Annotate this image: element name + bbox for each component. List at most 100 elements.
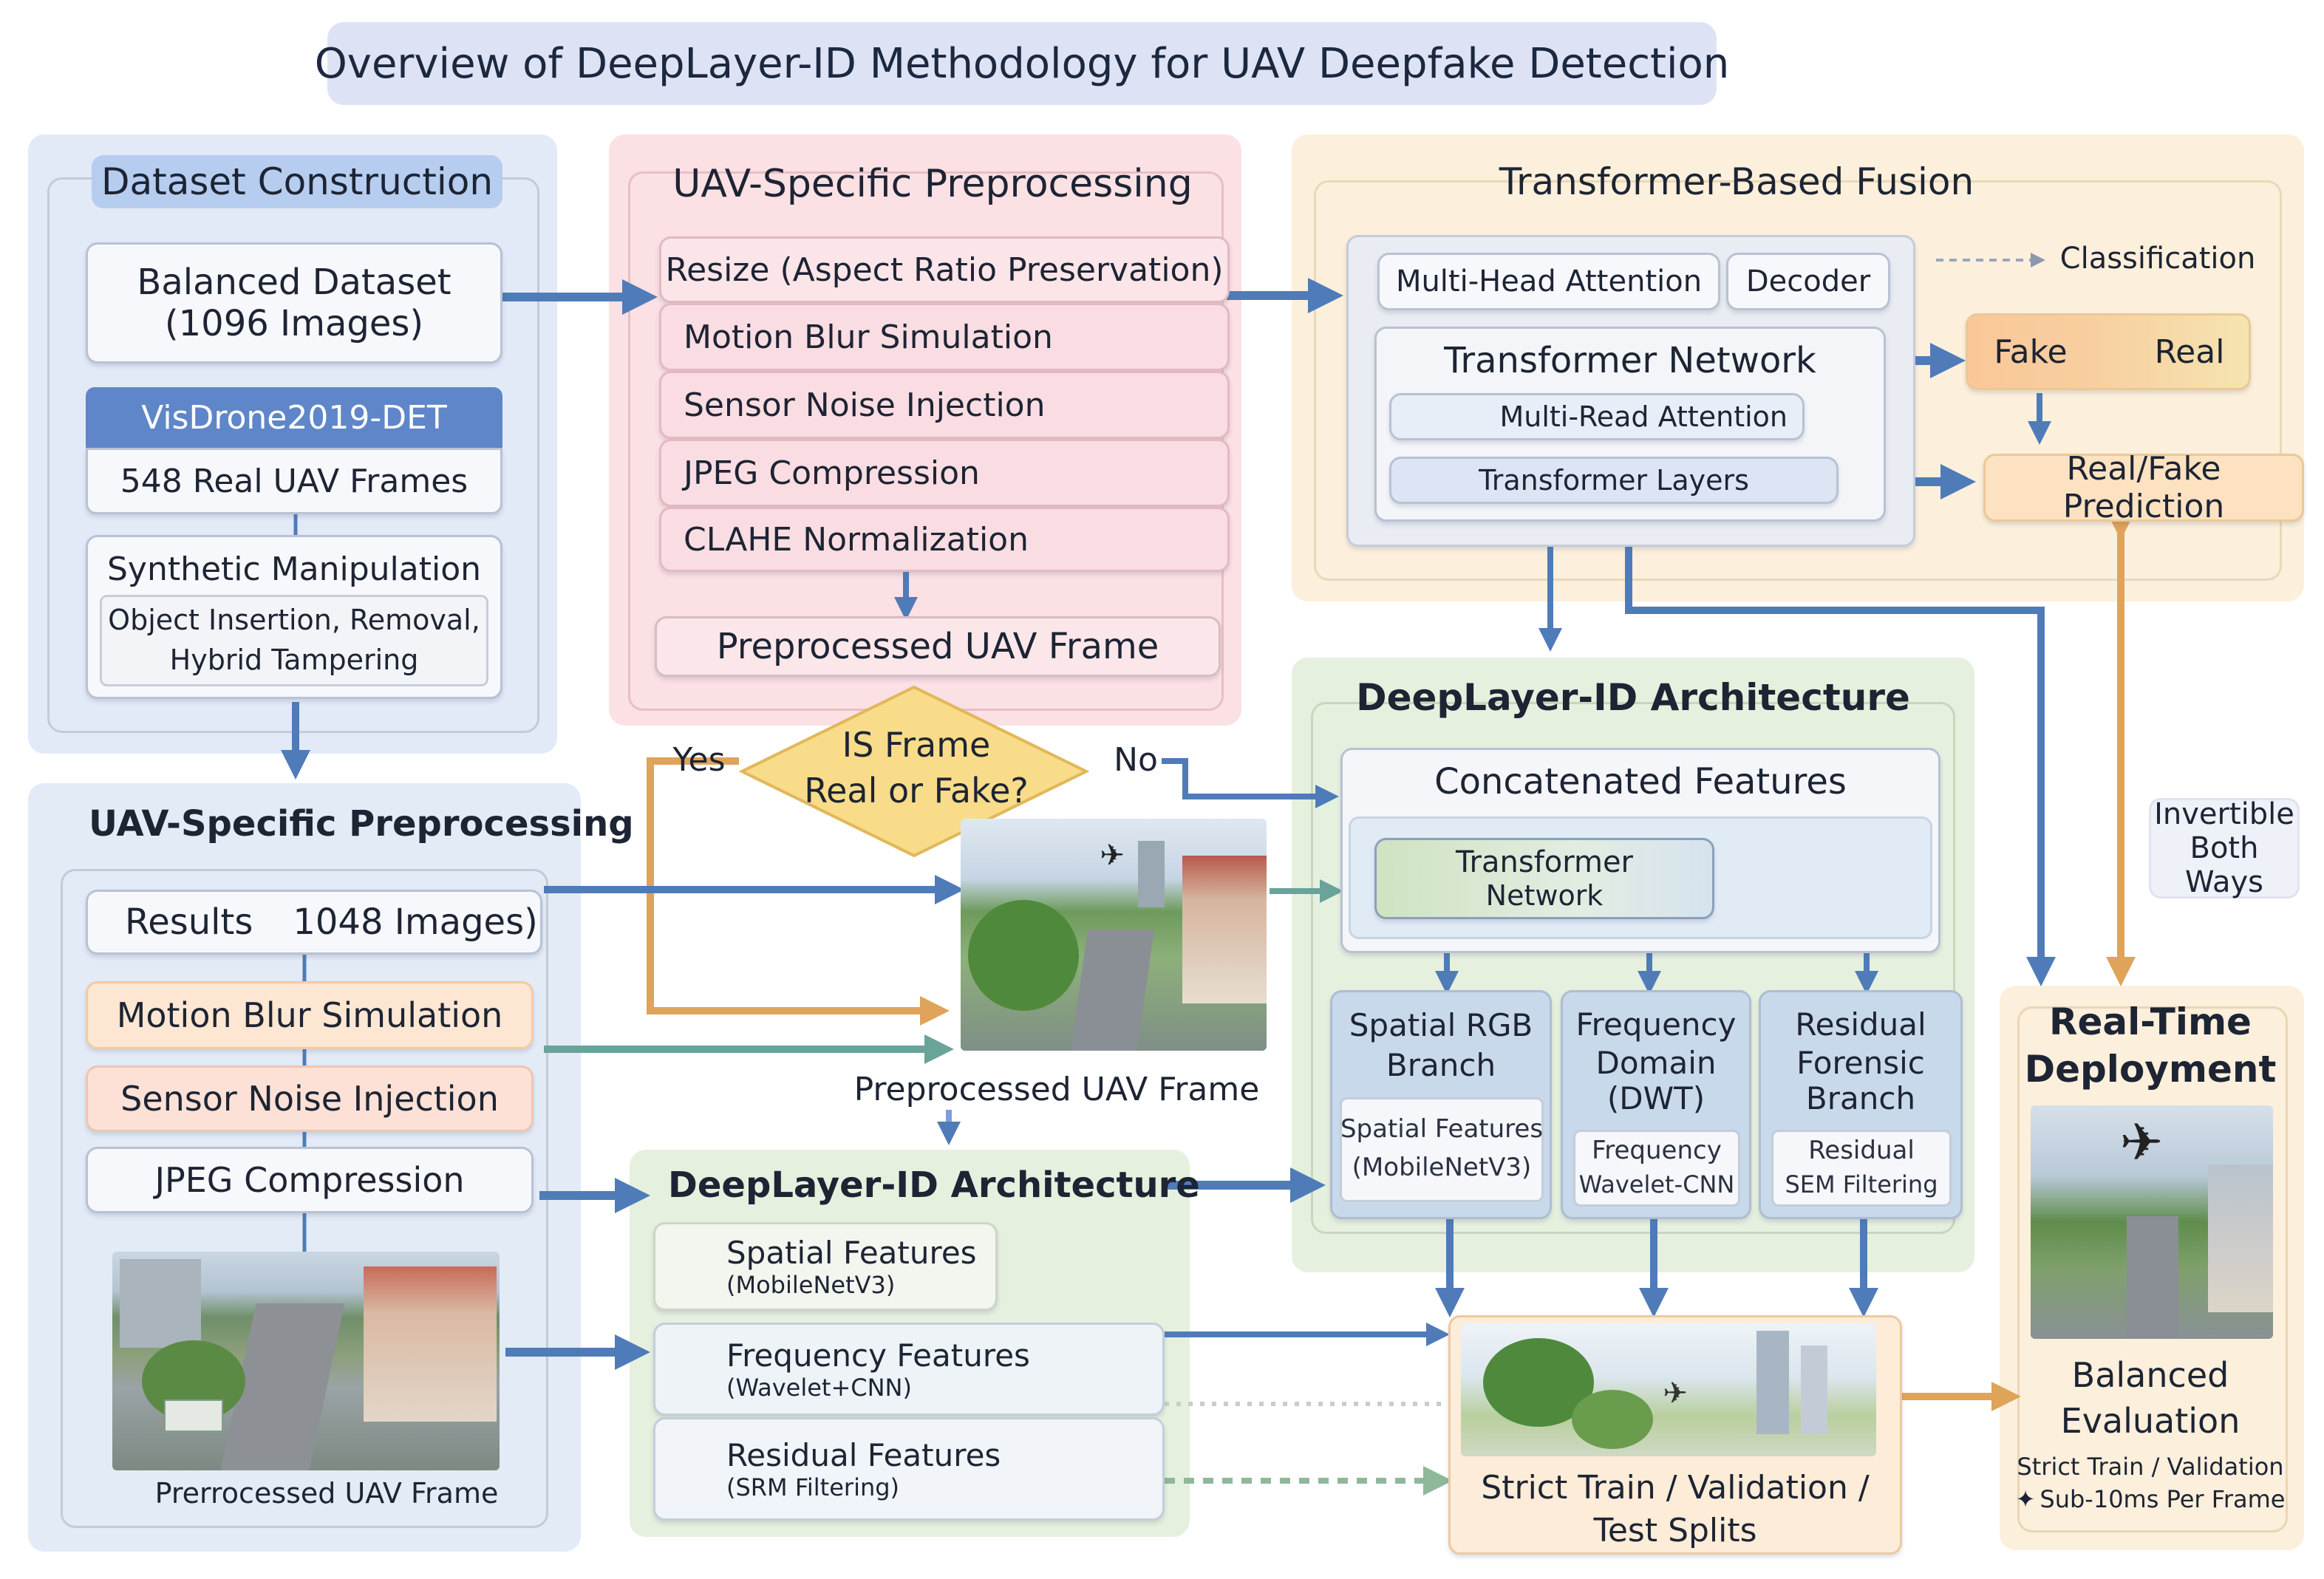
branch-spatial-title-2: Branch <box>1386 1046 1496 1083</box>
branch-frequency-title-3: (DWT) <box>1606 1080 1705 1116</box>
preproc-top-step-1: Resize (Aspect Ratio Preservation) <box>659 236 1230 303</box>
branch-spatial: Spatial RGB Branch Spatial Features (Mob… <box>1330 990 1552 1219</box>
arch-small-item-2: Frequency Features (Wavelet+CNN) <box>653 1323 1165 1416</box>
scene-tower-2 <box>1801 1346 1827 1434</box>
page-title: Overview of DeepLayer-ID Methodology for… <box>314 39 1730 88</box>
branch-residual: Residual Forensic Branch Residual SEM Fi… <box>1759 990 1963 1219</box>
center-building-right <box>1182 856 1267 1003</box>
drone-icon: ✈ <box>1100 839 1125 873</box>
branch-residual-sub-2: SEM Filtering <box>1785 1170 1938 1198</box>
splits-scene-image: ✈ <box>1461 1323 1876 1456</box>
results-label-a: Results <box>125 901 253 943</box>
deployment-note-2-text: Sub-10ms Per Frame <box>2040 1485 2286 1513</box>
arrow-no-path <box>1162 758 1339 808</box>
splits-line-1: Strict Train / Validation / <box>1481 1468 1870 1507</box>
concat-label: Concatenated Features <box>1434 761 1847 802</box>
invertible-line-2: Both Ways <box>2184 831 2263 899</box>
title-banner <box>327 22 1717 105</box>
synthetic-detail-2: Hybrid Tampering <box>169 644 419 676</box>
synthetic-box: Synthetic Manipulation Object Insertion,… <box>86 535 502 699</box>
transformer-network-small: Transformer Network <box>1374 838 1714 919</box>
left-frame-caption: Prerrocessed UAV Frame <box>154 1477 499 1510</box>
center-tower <box>1138 841 1165 907</box>
tn-line-1: Transformer <box>1455 845 1634 879</box>
deployment-eval-1: Balanced <box>2071 1355 2229 1395</box>
decoder-box: Decoder <box>1726 253 1890 310</box>
arch-small-item-1-sub: (MobileNetV3) <box>726 1270 896 1299</box>
decision-question-1: IS Frame <box>842 725 991 765</box>
balanced-dataset-count: (1096 Images) <box>164 303 424 344</box>
bus <box>164 1399 223 1432</box>
decision-yes-label: Yes <box>672 740 726 779</box>
branch-frequency-sub-box <box>1573 1130 1740 1207</box>
arrow-fusion-to-deployment <box>1614 518 2056 986</box>
preproc-top-step-4: JPEG Compression <box>659 439 1230 507</box>
preproc-left-step-3: JPEG Compression <box>86 1147 534 1213</box>
layers-box: Transformer Layers <box>1389 457 1839 504</box>
arch-small-item-1: Spatial Features (MobileNetV3) <box>653 1222 998 1311</box>
invertible-label: Invertible Both Ways <box>2149 797 2300 899</box>
arch-small-item-3-label: Residual Features <box>726 1436 1001 1473</box>
center-uav-frame-image: ✈ <box>961 819 1267 1051</box>
prediction-box: Real/Fake Prediction <box>1983 450 2304 525</box>
preproc-top-step-3: Sensor Noise Injection <box>659 371 1230 439</box>
decision-diamond <box>739 685 1089 858</box>
arch-small-header: DeepLayer-ID Architecture <box>668 1164 1200 1206</box>
transformer-network-title: Transformer Network <box>1444 340 1816 381</box>
building-right <box>364 1266 497 1422</box>
splits-line-2: Test Splits <box>1593 1511 1757 1549</box>
branch-spatial-sub-box <box>1340 1097 1544 1202</box>
arch-main-header: DeepLayer-ID Architecture <box>1356 676 1910 719</box>
synthetic-detail-box <box>100 595 488 686</box>
preproc-top-header: UAV-Specific Preprocessing <box>672 162 1193 206</box>
synthetic-detail-1: Object Insertion, Removal, <box>108 604 480 636</box>
preproc-top-step-5: CLAHE Normalization <box>659 507 1230 572</box>
fusion-header: Transformer-Based Fusion <box>1499 160 1974 203</box>
scene-drone-icon: ✈ <box>1663 1377 1688 1411</box>
branch-frequency-sub-2: Wavelet-CNN <box>1578 1170 1735 1198</box>
splits-box: ✈ Strict Train / Validation / Test Split… <box>1448 1315 1902 1555</box>
building-left <box>120 1259 201 1348</box>
scene-tower-1 <box>1756 1331 1789 1434</box>
arch-small-item-3: Residual Features (SRM Filtering) <box>653 1417 1165 1521</box>
balanced-dataset-box: Balanced Dataset (1096 Images) <box>86 242 502 364</box>
fake-real-box: Fake Real <box>1966 313 2251 390</box>
branch-residual-title-3: Branch <box>1805 1080 1916 1116</box>
invertible-line-1: Invertible <box>2154 797 2294 831</box>
branch-frequency-title-1: Frequency <box>1575 1006 1737 1043</box>
branch-spatial-title-1: Spatial RGB <box>1349 1006 1533 1043</box>
mha-box: Multi-Head Attention <box>1377 253 1720 310</box>
preproc-left-step-1: Motion Blur Simulation <box>86 981 534 1049</box>
synthetic-title: Synthetic Manipulation <box>106 550 482 588</box>
deployment-note-2: ✦Sub-10ms Per Frame <box>2010 1482 2291 1516</box>
tn-line-2: Network <box>1485 879 1604 912</box>
deploy-road <box>2127 1216 2178 1339</box>
dataset-header: Dataset Construction <box>92 155 502 208</box>
center-trees <box>968 900 1079 1011</box>
deployment-header-2: Deployment <box>2024 1048 2277 1091</box>
branch-residual-sub-box <box>1771 1130 1952 1207</box>
branch-spatial-sub-1: Spatial Features <box>1340 1114 1544 1144</box>
scene-tree-mid <box>1572 1390 1653 1449</box>
branch-residual-title-1: Residual <box>1795 1006 1926 1043</box>
real-label: Real <box>2154 332 2225 371</box>
branch-frequency-sub-1: Frequency <box>1592 1136 1722 1165</box>
decision-question-2: Real or Fake? <box>804 771 1029 811</box>
deployment-note-arrow-icon: ✦ <box>2015 1485 2036 1513</box>
classification-label: Classification <box>2059 242 2256 276</box>
center-road <box>1070 930 1154 1051</box>
branch-spatial-sub-2: (MobileNetV3) <box>1352 1153 1532 1182</box>
branch-frequency: Frequency Domain (DWT) Frequency Wavelet… <box>1561 990 1751 1219</box>
balanced-dataset-label: Balanced Dataset <box>137 262 451 303</box>
deployment-inner <box>2017 1006 2288 1532</box>
deployment-eval-2: Evaluation <box>2060 1401 2240 1441</box>
fake-label: Fake <box>1994 332 2068 371</box>
deployment-image: ✈ <box>2031 1105 2273 1339</box>
decision-no-label: No <box>1114 740 1158 779</box>
arch-small-item-2-sub: (Wavelet+CNN) <box>726 1373 912 1402</box>
deployment-note-1: Strict Train / Validation <box>2017 1453 2284 1481</box>
left-uav-frame-image <box>112 1252 500 1470</box>
deployment-header-1: Real-Time <box>2049 1000 2252 1043</box>
branch-frequency-title-2: Domain <box>1595 1044 1717 1081</box>
